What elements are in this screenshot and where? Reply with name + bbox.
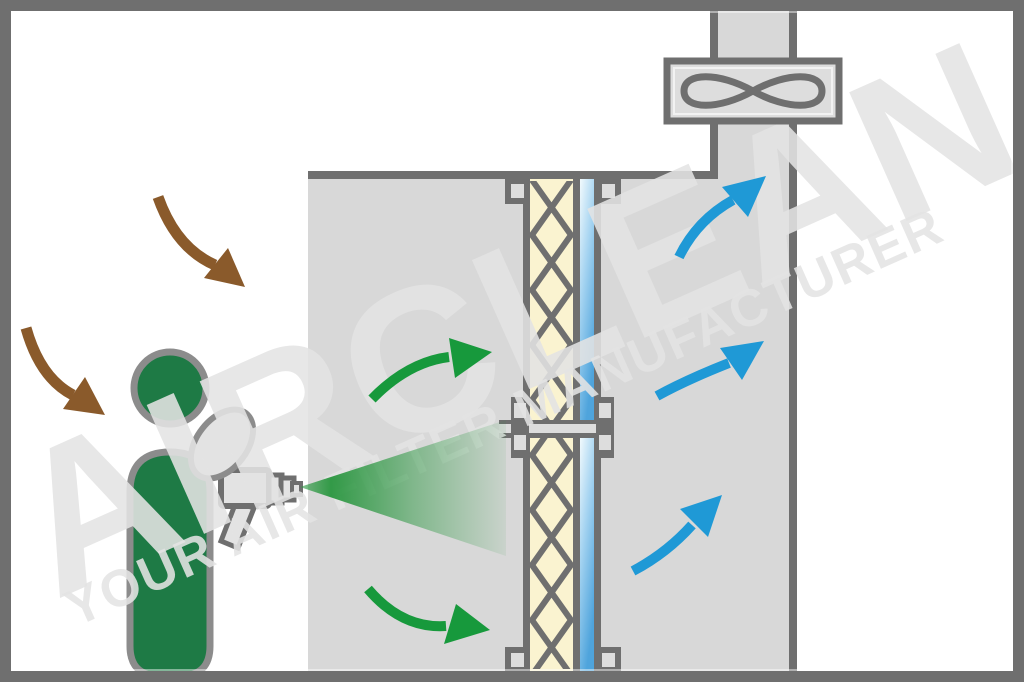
painter-arm <box>187 406 257 482</box>
bracket-bottom-right <box>596 647 621 673</box>
filter-flange <box>499 397 614 458</box>
spray-cone <box>300 420 506 556</box>
flange-bolt-hole <box>514 435 526 450</box>
filter-wall <box>499 178 621 673</box>
chamber-ceiling <box>308 171 712 179</box>
supply-air-arrow-top <box>152 195 245 287</box>
filtered-air-arrows <box>630 176 766 576</box>
supply-air-arrows <box>20 195 245 415</box>
arrowhead <box>680 495 722 537</box>
supply-air-arrow-left <box>20 326 105 415</box>
spray-gun <box>217 467 303 552</box>
overspray-arrow-upper <box>368 338 492 403</box>
filtered-air-arrow-middle <box>654 341 764 401</box>
overspray-arrow-lower <box>364 585 490 644</box>
filtered-air-arrow-lower <box>630 495 722 576</box>
arrowhead <box>722 176 766 217</box>
duct-right-wall <box>789 11 797 672</box>
flange-bolt-hole <box>599 435 611 450</box>
filter-membrane-top <box>580 179 594 420</box>
filtered-air-arrow-top <box>674 176 766 260</box>
painter-head <box>130 348 210 428</box>
bracket-top-left <box>505 178 530 204</box>
arrowhead <box>204 248 245 287</box>
flange-bolt-hole <box>599 403 611 418</box>
overspray-airflow-arrows <box>364 338 492 644</box>
fan-blades-icon <box>680 73 826 109</box>
exhaust-fan <box>663 57 843 125</box>
arrowhead <box>720 341 764 380</box>
filter-truss <box>529 181 574 669</box>
arrowhead <box>449 338 492 378</box>
arrowhead <box>63 377 105 415</box>
painter <box>126 348 303 680</box>
filter-membrane-bottom <box>580 437 594 672</box>
flange-gasket <box>499 424 613 433</box>
bracket-bottom-left <box>505 647 530 673</box>
flange-bolt-hole <box>514 403 526 418</box>
fan-housing-highlight <box>673 67 833 115</box>
gun-nozzle-tip <box>290 481 303 497</box>
arrowhead <box>444 604 490 644</box>
bracket-top-right <box>596 178 621 204</box>
